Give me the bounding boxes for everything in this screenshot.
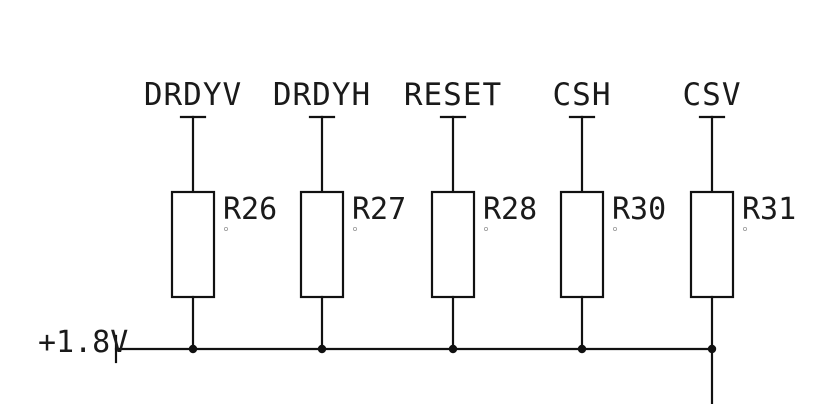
net-label-csv: CSV (683, 77, 742, 113)
supply-rail: +1.8V (38, 325, 714, 404)
junction-dot (188, 344, 198, 354)
ref-label-r26: R26 (223, 192, 277, 227)
resistor-branch-r30: CSH R30 (553, 77, 666, 354)
resistor-branch-r31: CSV R31 (683, 77, 796, 354)
junction-dot (577, 344, 587, 354)
supply-label: +1.8V (38, 325, 128, 360)
resistor-branches: DRDYV R26 DRDYH R27 RESET R28 CSH R30 CSV R31 (144, 77, 796, 354)
pin-marker (613, 226, 618, 231)
resistor-body-r26 (170, 190, 216, 299)
ref-label-r30: R30 (612, 192, 666, 227)
pin-marker (483, 226, 488, 231)
resistor-branch-r27: DRDYH R27 (273, 77, 406, 354)
net-label-reset: RESET (404, 77, 502, 113)
junction-dot (448, 344, 458, 354)
resistor-body-r27 (299, 190, 345, 299)
resistor-body-r31 (689, 190, 735, 299)
pin-marker (352, 226, 357, 231)
resistor-branch-r28: RESET R28 (404, 77, 537, 354)
junction-dot (707, 344, 717, 354)
ref-label-r27: R27 (352, 192, 406, 227)
pin-marker (743, 226, 748, 231)
pin-marker (223, 226, 228, 231)
resistor-body-r30 (559, 190, 605, 299)
net-label-drdyv: DRDYV (144, 77, 242, 113)
ref-label-r28: R28 (483, 192, 537, 227)
resistor-body-r28 (430, 190, 476, 299)
net-label-csh: CSH (553, 77, 612, 113)
net-label-drdyh: DRDYH (273, 77, 371, 113)
resistor-branch-r26: DRDYV R26 (144, 77, 277, 354)
ref-label-r31: R31 (742, 192, 796, 227)
junction-dot (317, 344, 327, 354)
